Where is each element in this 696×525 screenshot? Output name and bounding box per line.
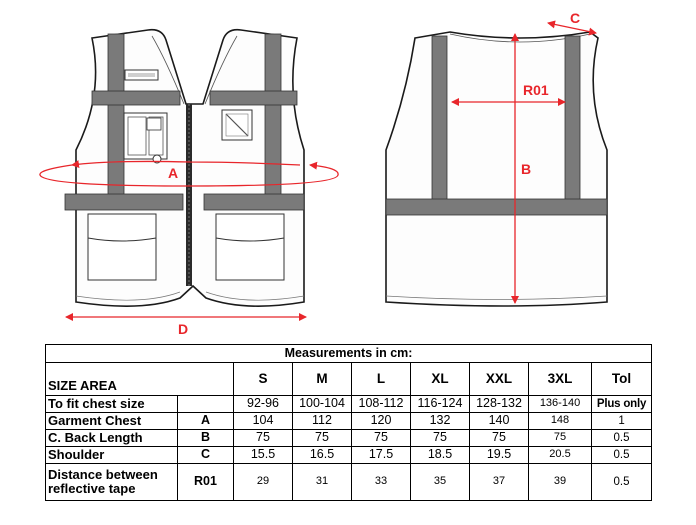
- tolerance-cell: 0.5: [590, 463, 653, 501]
- table-cell: 18.5: [410, 446, 470, 464]
- table-cell: 17.5: [351, 446, 411, 464]
- table-row: Shoulder C 15.5 16.5 17.5 18.5 19.5 20.5…: [45, 446, 653, 464]
- size-header: XL: [410, 362, 470, 396]
- row-label: To fit chest size: [45, 395, 178, 413]
- tolerance-header: Tol: [590, 362, 653, 396]
- table-cell: 108-112: [351, 395, 411, 413]
- dimension-r01: R01: [451, 82, 566, 106]
- tolerance-cell: 0.5: [590, 446, 653, 464]
- tape-front-right-vertical: [264, 33, 282, 203]
- table-cell: 128-132: [469, 395, 529, 413]
- tape-front-left-chest: [91, 90, 181, 106]
- table-cell: 29: [233, 463, 293, 501]
- dimension-r01-label: R01: [523, 82, 549, 98]
- row-label-line: Distance between: [48, 467, 158, 483]
- tape-front-right-waist: [203, 193, 305, 211]
- vest-technical-drawing: A D C R01 B: [39, 10, 608, 337]
- table-cell: 75: [292, 429, 352, 447]
- tape-front-right-chest: [209, 90, 298, 106]
- size-measurement-table: Measurements in cm: SIZE AREA S M L XL X…: [44, 344, 653, 501]
- tolerance-cell: 1: [590, 412, 653, 430]
- row-code: A: [177, 412, 234, 430]
- dimension-b: B: [511, 33, 531, 304]
- table-cell: 100-104: [292, 395, 352, 413]
- row-label-line: reflective tape: [48, 481, 136, 496]
- table-cell: 15.5: [233, 446, 293, 464]
- tolerance-cell: 0.5: [590, 429, 653, 447]
- table-cell: 33: [351, 463, 411, 501]
- size-header: XXL: [469, 362, 529, 396]
- tape-back-waist: [385, 198, 608, 216]
- row-label: Shoulder: [45, 446, 178, 464]
- table-header-row: SIZE AREA S M L XL XXL 3XL Tol: [45, 362, 653, 396]
- back-vest: [385, 31, 608, 307]
- dimension-a: A: [39, 160, 339, 187]
- table-cell: 112: [292, 412, 352, 430]
- table-cell: 148: [528, 412, 592, 430]
- table-cell: 132: [410, 412, 470, 430]
- table-cell: 75: [528, 429, 592, 447]
- table-caption: Measurements in cm:: [44, 344, 653, 363]
- dimension-d: D: [65, 313, 307, 337]
- table-cell: 75: [351, 429, 411, 447]
- table-cell: 136-140: [528, 395, 592, 413]
- size-header: L: [351, 362, 411, 396]
- table-cell: 104: [233, 412, 293, 430]
- size-area-header: SIZE AREA: [45, 362, 234, 396]
- size-header: 3XL: [528, 362, 592, 396]
- zipper: [186, 104, 192, 286]
- table-cell: 39: [528, 463, 592, 501]
- table-cell: 16.5: [292, 446, 352, 464]
- tolerance-cell: Plus only: [590, 395, 653, 413]
- table-cell: 20.5: [528, 446, 592, 464]
- table-cell: 92-96: [233, 395, 293, 413]
- dimension-c: C: [547, 10, 597, 36]
- row-code: C: [177, 446, 234, 464]
- table-cell: 19.5: [469, 446, 529, 464]
- tape-back-left-vertical: [431, 35, 448, 201]
- table-cell: 116-124: [410, 395, 470, 413]
- table-cell: 140: [469, 412, 529, 430]
- tape-front-left-vertical: [107, 33, 125, 203]
- front-vest: [64, 28, 305, 307]
- row-label: Garment Chest: [45, 412, 178, 430]
- table-row: C. Back Length B 75 75 75 75 75 75 0.5: [45, 429, 653, 447]
- table-row: To fit chest size 92-96 100-104 108-112 …: [45, 395, 653, 413]
- table-cell: 120: [351, 412, 411, 430]
- dimension-a-label: A: [168, 165, 178, 181]
- table-row: Garment Chest A 104 112 120 132 140 148 …: [45, 412, 653, 430]
- size-header: M: [292, 362, 352, 396]
- table-cell: 75: [410, 429, 470, 447]
- row-label: C. Back Length: [45, 429, 178, 447]
- row-code: R01: [177, 463, 234, 501]
- table-cell: 37: [469, 463, 529, 501]
- dimension-c-label: C: [570, 10, 580, 26]
- dimension-b-label: B: [521, 161, 531, 177]
- tape-back-right-vertical: [564, 35, 581, 201]
- table-cell: 75: [233, 429, 293, 447]
- tape-front-left-waist: [64, 193, 184, 211]
- dimension-d-label: D: [178, 321, 188, 337]
- row-code: [177, 395, 234, 413]
- table-cell: 35: [410, 463, 470, 501]
- table-cell: 75: [469, 429, 529, 447]
- size-header: S: [233, 362, 293, 396]
- row-code: B: [177, 429, 234, 447]
- table-cell: 31: [292, 463, 352, 501]
